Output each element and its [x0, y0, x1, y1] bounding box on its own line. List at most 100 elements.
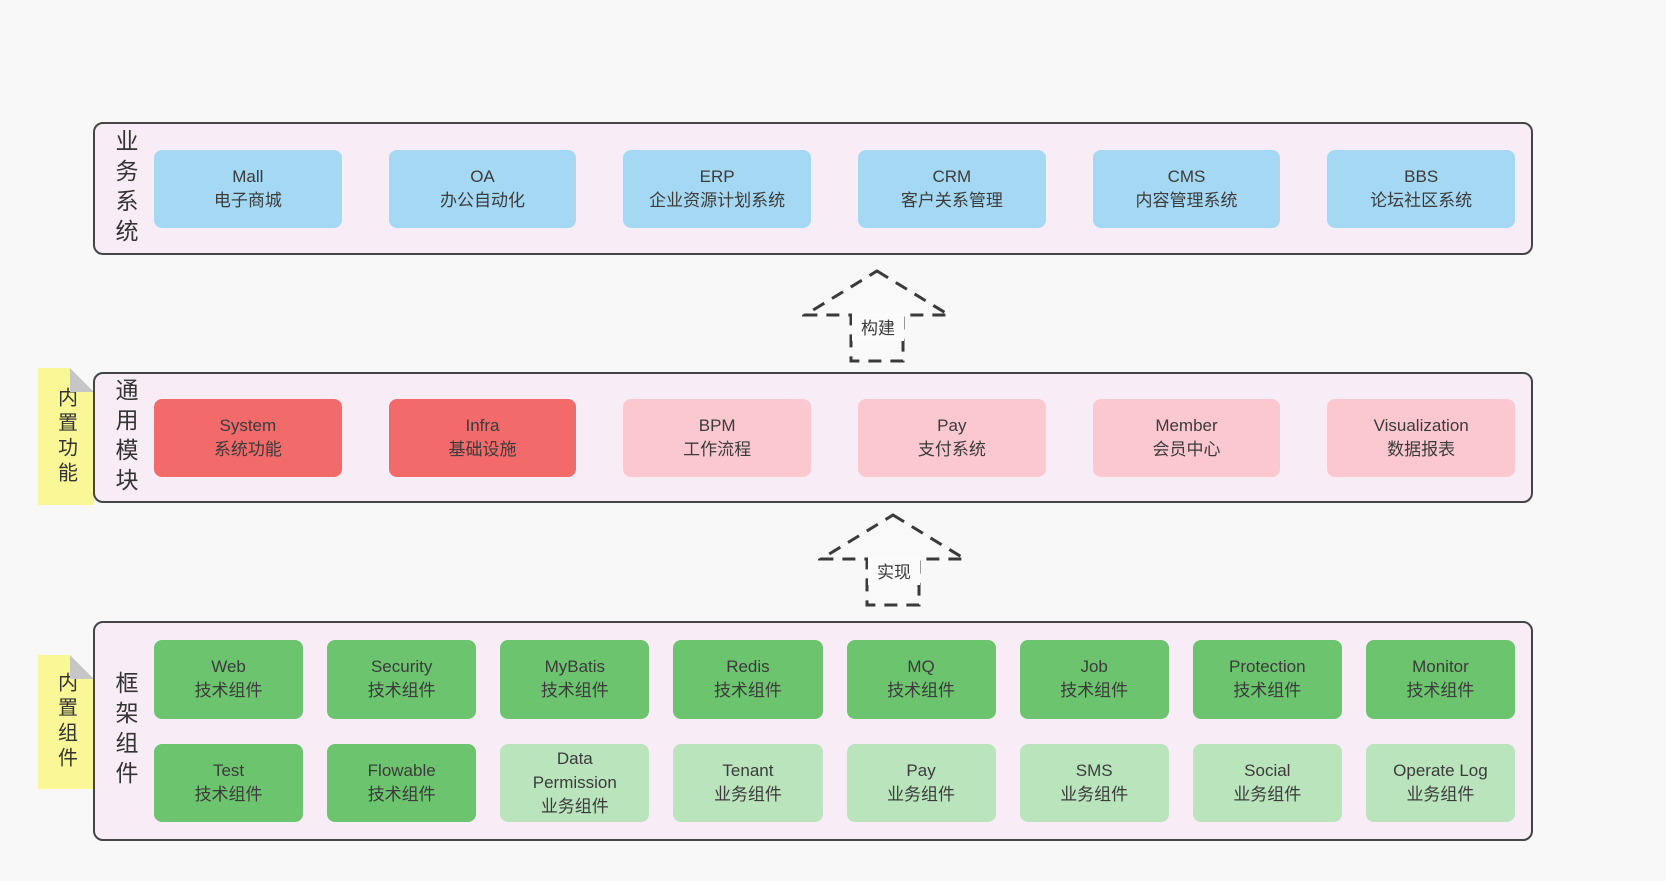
- box-title: SMS: [1075, 760, 1113, 780]
- sticky-note-text: 内置组件: [54, 672, 77, 772]
- box-title: Operate Log: [1393, 760, 1488, 780]
- box-subtitle: 会员中心: [1152, 439, 1221, 459]
- box-social: Social 业务组件: [1192, 743, 1342, 822]
- arrow-implement: 实现: [818, 513, 968, 607]
- box-pay-module: Pay 支付系统: [858, 398, 1046, 477]
- box-erp: ERP 企业资源计划系统: [623, 149, 811, 228]
- box-crm: CRM 客户关系管理: [858, 149, 1046, 228]
- box-title: Pay: [906, 760, 936, 780]
- box-data-permission: Data Permission 业务组件: [500, 743, 650, 822]
- box-subtitle: 数据报表: [1387, 439, 1456, 459]
- box-title: Tenant: [722, 760, 774, 780]
- box-title: Flowable: [367, 760, 436, 780]
- box-title: BBS: [1404, 166, 1439, 186]
- layer-label-framework-components: 框架组件: [112, 671, 138, 791]
- layer-label-common-modules: 通用模块: [112, 377, 138, 498]
- box-subtitle: 技术组件: [367, 784, 436, 804]
- box-title: Test: [212, 760, 245, 780]
- box-subtitle: 技术组件: [367, 681, 436, 701]
- arrow-label-bg: [868, 557, 920, 585]
- box-subtitle: 业务组件: [1233, 784, 1302, 804]
- box-subtitle: 业务组件: [887, 784, 956, 804]
- box-title: Protection: [1229, 657, 1306, 677]
- box-title: Job: [1080, 657, 1108, 677]
- box-title: Social: [1244, 760, 1291, 780]
- box-title: Security: [370, 657, 433, 677]
- box-job: Job 技术组件: [1019, 640, 1169, 719]
- box-subtitle: 技术组件: [1233, 681, 1302, 701]
- box-subtitle: 业务组件: [540, 796, 609, 816]
- box-title: BPM: [698, 415, 736, 435]
- box-subtitle: 技术组件: [194, 681, 263, 701]
- box-subtitle: 技术组件: [540, 681, 609, 701]
- box-title: Monitor: [1412, 657, 1469, 677]
- box-redis: Redis 技术组件: [673, 640, 823, 719]
- box-title: System: [219, 415, 277, 435]
- box-subtitle: 系统功能: [213, 439, 282, 459]
- box-title: Data Permission: [532, 748, 617, 792]
- layer-common-modules: 通用模块 System 系统功能 Infra 基础设施 BPM 工作流程 Pay…: [93, 372, 1533, 503]
- box-member: Member 会员中心: [1092, 398, 1281, 477]
- box-subtitle: 支付系统: [917, 439, 986, 459]
- box-title: MyBatis: [544, 657, 606, 677]
- box-subtitle: 技术组件: [713, 681, 782, 701]
- box-system: System 系统功能: [154, 398, 342, 477]
- box-title: MQ: [907, 657, 935, 677]
- folded-corner-icon: [70, 655, 94, 679]
- box-mq: MQ 技术组件: [846, 640, 996, 719]
- sticky-note-built-in-features: 内置功能: [38, 368, 94, 505]
- box-title: Member: [1155, 415, 1218, 435]
- layer-framework-components: 框架组件 Web 技术组件 Security 技术组件 MyBatis 技术组件…: [93, 621, 1533, 841]
- layer-business-systems: 业务系统 Mall 电子商城 OA 办公自动化 ERP 企业资源计划系统 CRM…: [93, 122, 1533, 255]
- common-modules-row: System 系统功能 Infra 基础设施 BPM 工作流程 Pay 支付系统…: [154, 374, 1515, 501]
- box-title: Pay: [937, 415, 967, 435]
- box-subtitle: 业务组件: [713, 784, 782, 804]
- box-mall: Mall 电子商城: [154, 149, 342, 228]
- box-mybatis: MyBatis 技术组件: [500, 640, 650, 719]
- box-subtitle: 工作流程: [683, 439, 752, 459]
- box-subtitle: 技术组件: [887, 681, 956, 701]
- box-title: Visualization: [1373, 415, 1469, 435]
- box-subtitle: 基础设施: [448, 439, 517, 459]
- box-subtitle: 内容管理系统: [1135, 190, 1238, 210]
- box-test: Test 技术组件: [154, 743, 304, 822]
- arrow-build: 构建: [802, 269, 952, 363]
- box-title: Mall: [232, 166, 264, 186]
- box-visualization: Visualization 数据报表: [1327, 398, 1515, 477]
- box-title: Infra: [465, 415, 500, 435]
- arrow-label: 构建: [861, 319, 895, 338]
- framework-components-grid: Web 技术组件 Security 技术组件 MyBatis 技术组件 Redi…: [154, 640, 1515, 822]
- sticky-note-built-in-components: 内置组件: [38, 655, 94, 789]
- box-sms: SMS 业务组件: [1019, 743, 1169, 822]
- box-subtitle: 电子商城: [213, 190, 282, 210]
- box-flowable: Flowable 技术组件: [327, 743, 477, 822]
- box-subtitle: 业务组件: [1406, 784, 1475, 804]
- box-title: Redis: [726, 657, 770, 677]
- box-bbs: BBS 论坛社区系统: [1327, 149, 1515, 228]
- box-infra: Infra 基础设施: [388, 398, 577, 477]
- box-oa: OA 办公自动化: [388, 149, 577, 228]
- box-title: CMS: [1167, 166, 1206, 186]
- arrow-label-bg: [852, 313, 904, 341]
- box-subtitle: 技术组件: [1060, 681, 1129, 701]
- folded-corner-icon: [70, 368, 94, 392]
- box-protection: Protection 技术组件: [1192, 640, 1342, 719]
- box-web: Web 技术组件: [154, 640, 304, 719]
- box-bpm: BPM 工作流程: [623, 398, 811, 477]
- box-title: CRM: [932, 166, 972, 186]
- box-subtitle: 技术组件: [1406, 681, 1475, 701]
- sticky-note-text: 内置功能: [54, 386, 77, 487]
- box-title: Web: [211, 657, 246, 677]
- box-subtitle: 业务组件: [1060, 784, 1129, 804]
- business-systems-row: Mall 电子商城 OA 办公自动化 ERP 企业资源计划系统 CRM 客户关系…: [154, 124, 1515, 253]
- box-subtitle: 客户关系管理: [900, 190, 1003, 210]
- box-monitor: Monitor 技术组件: [1365, 640, 1515, 719]
- layer-label-business-systems: 业务系统: [112, 128, 138, 249]
- box-tenant: Tenant 业务组件: [673, 743, 823, 822]
- box-title: ERP: [699, 166, 735, 186]
- box-pay-component: Pay 业务组件: [846, 743, 996, 822]
- box-subtitle: 论坛社区系统: [1370, 190, 1473, 210]
- box-security: Security 技术组件: [327, 640, 477, 719]
- box-cms: CMS 内容管理系统: [1092, 149, 1281, 228]
- arrow-label: 实现: [877, 563, 911, 582]
